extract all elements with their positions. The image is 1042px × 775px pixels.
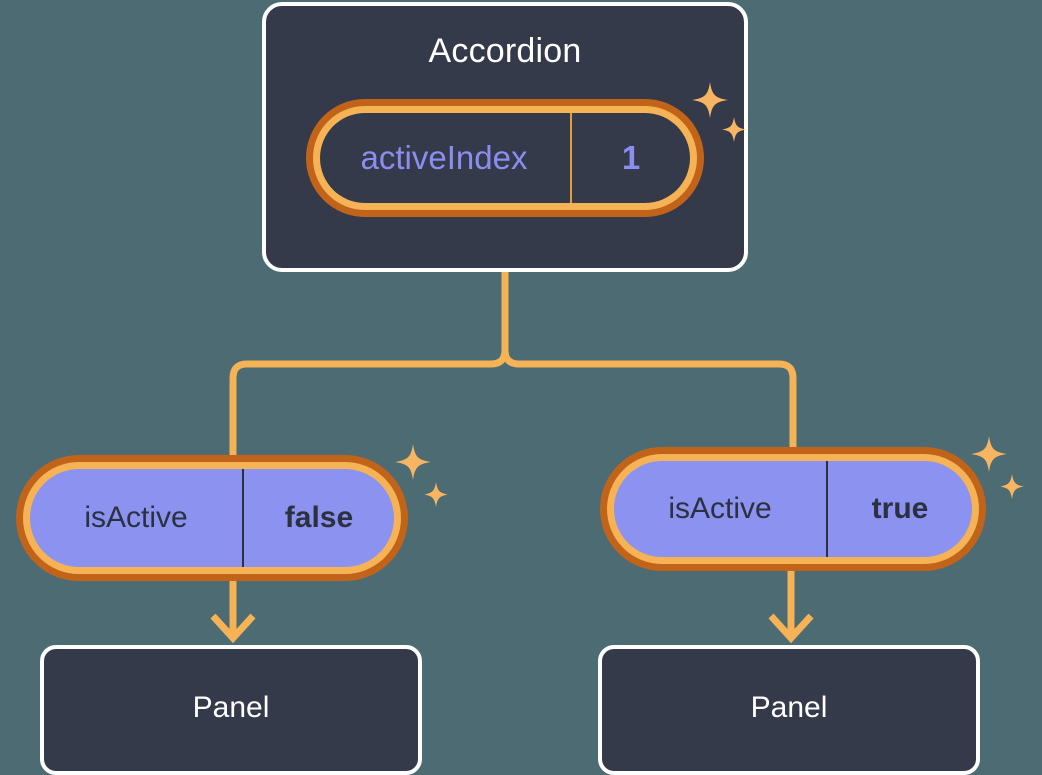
- left-panel-arrow-head: [210, 613, 256, 644]
- pill-ring-inner: activeIndex 1: [313, 106, 697, 210]
- prop-pill-key: isActive: [668, 492, 772, 525]
- state-pill-value: 1: [570, 113, 690, 203]
- prop-pill-value: true: [826, 461, 972, 557]
- tree-connector-path-right: [501, 272, 797, 448]
- prop-pill-is-active-true[interactable]: isActive true: [600, 447, 986, 571]
- right-panel-arrow-head: [768, 613, 814, 644]
- pill-ring-outer: activeIndex 1: [306, 99, 704, 217]
- prop-pill-key: isActive: [84, 501, 188, 534]
- prop-pill-value: false: [242, 469, 394, 567]
- pill-ring-outer: isActive true: [600, 447, 986, 571]
- pill-body: activeIndex 1: [320, 113, 690, 203]
- sparkle-icon-small: [424, 482, 448, 507]
- pill-body: isActive false: [30, 469, 394, 567]
- panel-label: Panel: [192, 691, 270, 724]
- pill-ring-outer: isActive false: [16, 455, 408, 581]
- pill-ring-inner: isActive false: [23, 462, 401, 574]
- pill-ring-inner: isActive true: [607, 454, 979, 564]
- tree-connector-path: [229, 272, 509, 456]
- state-pill-active-index[interactable]: activeIndex 1: [306, 99, 704, 217]
- panel-box-right[interactable]: Panel: [598, 645, 980, 775]
- accordion-card-title: Accordion: [428, 32, 582, 70]
- panel-box-left[interactable]: Panel: [40, 645, 422, 775]
- state-pill-key: activeIndex: [360, 139, 528, 176]
- prop-pill-is-active-false[interactable]: isActive false: [16, 455, 408, 581]
- panel-label: Panel: [750, 691, 828, 724]
- pill-body: isActive true: [614, 461, 972, 557]
- sparkle-icon-small: [1000, 474, 1024, 499]
